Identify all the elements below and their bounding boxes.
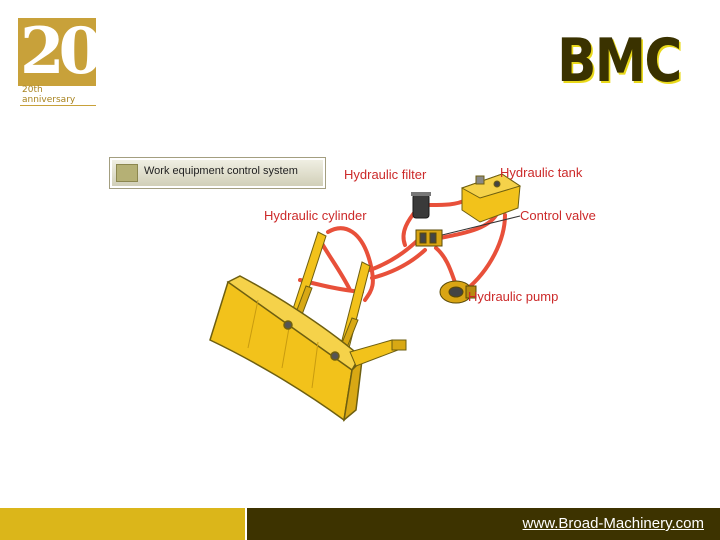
- push-arm: [349, 339, 407, 367]
- valve-spool-2: [429, 232, 437, 244]
- title-marker-icon: [116, 164, 138, 182]
- footer-dark-band: www.Broad-Machinery.com: [247, 508, 720, 540]
- pump-shaft: [465, 285, 477, 299]
- pin-left: [283, 320, 293, 330]
- push-arm-end: [391, 339, 407, 351]
- diagram-title: Work equipment control system: [144, 165, 298, 177]
- anniversary-logo: 20 20th anniversary: [18, 14, 103, 106]
- filter-canister: [412, 193, 430, 219]
- hose-frame-inner: [318, 238, 352, 292]
- filter-cap: [411, 192, 431, 196]
- tank-breather: [493, 180, 501, 188]
- hose-valve-left-2: [370, 248, 427, 280]
- tank-cap: [475, 175, 485, 185]
- pump-gear: [448, 286, 464, 298]
- label-hydraulic-tank: Hydraulic tank: [500, 165, 583, 180]
- push-arm-body: [349, 339, 399, 367]
- footer-accent: [0, 508, 247, 540]
- hose-valve-left: [368, 236, 422, 272]
- hydraulic-pump: [439, 280, 477, 304]
- pin-right: [330, 351, 340, 361]
- hose-frame-top: [326, 226, 375, 302]
- label-hydraulic-filter: Hydraulic filter: [344, 167, 427, 182]
- label-hydraulic-cylinder: Hydraulic cylinder: [264, 208, 367, 223]
- website-link[interactable]: www.Broad-Machinery.com: [522, 515, 704, 532]
- hose-pump-tank: [464, 213, 507, 292]
- hydraulic-filter: [411, 192, 431, 219]
- cylinder-left: [291, 231, 327, 317]
- logo-tagline: 20th anniversary: [20, 84, 96, 106]
- hose-filter-tank: [428, 198, 468, 207]
- brand-logo: BMC: [556, 26, 682, 96]
- label-hydraulic-pump: Hydraulic pump: [468, 289, 559, 304]
- hose-valve-pump: [434, 246, 458, 287]
- tank-top: [460, 173, 522, 199]
- valve-spool-1: [419, 232, 427, 244]
- logo-number: 20: [20, 14, 103, 89]
- control-valve-pointer: [437, 215, 521, 237]
- logo-badge: [18, 18, 96, 86]
- dozer-blade: [209, 275, 364, 422]
- footer-bar: www.Broad-Machinery.com: [0, 508, 720, 540]
- control-valve: [415, 229, 443, 247]
- hydraulic-tank: [460, 173, 522, 223]
- diagram-title-box: Work equipment control system: [109, 157, 326, 189]
- label-control-valve: Control valve: [520, 208, 596, 223]
